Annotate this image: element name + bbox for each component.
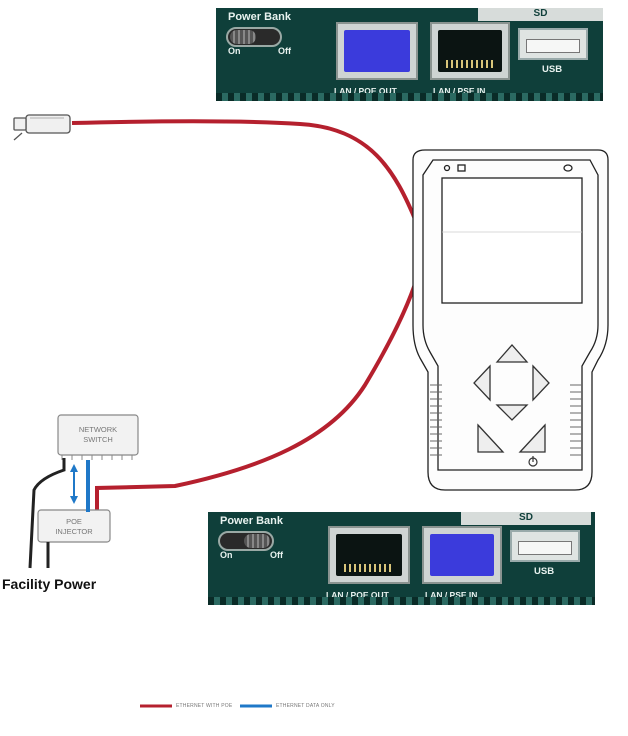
lan-pse-in-label: LAN / PSE IN <box>425 590 478 600</box>
switch-knob <box>244 534 270 548</box>
power-cord-switch <box>28 458 66 569</box>
lan-poe-out-port[interactable] <box>336 22 418 80</box>
lan-pse-in-label: LAN / PSE IN <box>433 86 486 96</box>
on-label: On <box>228 46 241 56</box>
power-bank-switch[interactable] <box>218 531 274 551</box>
ip-camera-icon <box>13 114 71 141</box>
lan-poe-out-port[interactable] <box>328 526 410 584</box>
usb-slot <box>526 39 580 53</box>
dpad-down-button[interactable] <box>495 404 529 421</box>
power-bank-label: Power Bank <box>220 515 283 527</box>
sd-card-label: SD <box>478 8 603 21</box>
lan-poe-out-label: LAN / POE OUT <box>326 590 389 600</box>
panel-vent-edge <box>216 93 603 101</box>
on-label: On <box>220 550 233 560</box>
switch-knob <box>230 30 256 44</box>
top-connector-panel: SD Power Bank On Off LAN / POE OUT LAN /… <box>216 8 603 101</box>
port-pins <box>344 564 394 572</box>
lan-poe-out-label: LAN / POE OUT <box>334 86 397 96</box>
legend-data-label: ETHERNET DATA ONLY <box>276 703 335 709</box>
poe-cable-camera <box>71 119 419 225</box>
network-switch-box <box>57 414 139 460</box>
legend-poe-label: ETHERNET WITH POE <box>176 703 233 709</box>
lan-pse-in-port[interactable] <box>422 526 502 584</box>
panel-vent-edge <box>208 597 595 605</box>
network-switch-label-line-2: SWITCH <box>83 435 113 444</box>
usb-slot <box>518 541 572 555</box>
poe-injector-label-line-1: POE <box>66 517 82 526</box>
port-opening <box>430 534 494 576</box>
lan-pse-in-port[interactable] <box>430 22 510 80</box>
usb-label: USB <box>534 566 555 577</box>
poe-injector-box <box>37 509 111 543</box>
sd-card-label: SD <box>461 512 591 525</box>
dpad-left-button[interactable] <box>473 364 491 402</box>
poe-cable-injector <box>95 277 419 512</box>
usb-port[interactable] <box>510 530 580 562</box>
bottom-connector-panel: SD Power Bank On Off LAN / POE OUT LAN /… <box>208 512 595 605</box>
power-bank-label: Power Bank <box>228 11 291 23</box>
bidirectional-arrow-icon <box>70 464 78 504</box>
off-label: Off <box>270 550 283 560</box>
usb-port[interactable] <box>518 28 588 60</box>
port-pins <box>446 60 494 68</box>
dpad-right-button[interactable] <box>532 364 550 402</box>
soft-key-right-button[interactable] <box>518 423 546 453</box>
power-icon[interactable] <box>528 456 538 467</box>
network-switch-label-line-1: NETWORK <box>79 425 117 434</box>
power-bank-switch[interactable] <box>226 27 282 47</box>
usb-label: USB <box>542 64 563 75</box>
soft-key-left-button[interactable] <box>477 423 505 453</box>
poe-injector-label-line-2: INJECTOR <box>55 527 93 536</box>
dpad-up-button[interactable] <box>495 344 529 363</box>
off-label: Off <box>278 46 291 56</box>
port-opening <box>344 30 410 72</box>
network-tester-device <box>412 149 609 491</box>
facility-power-label: Facility Power <box>2 576 97 592</box>
